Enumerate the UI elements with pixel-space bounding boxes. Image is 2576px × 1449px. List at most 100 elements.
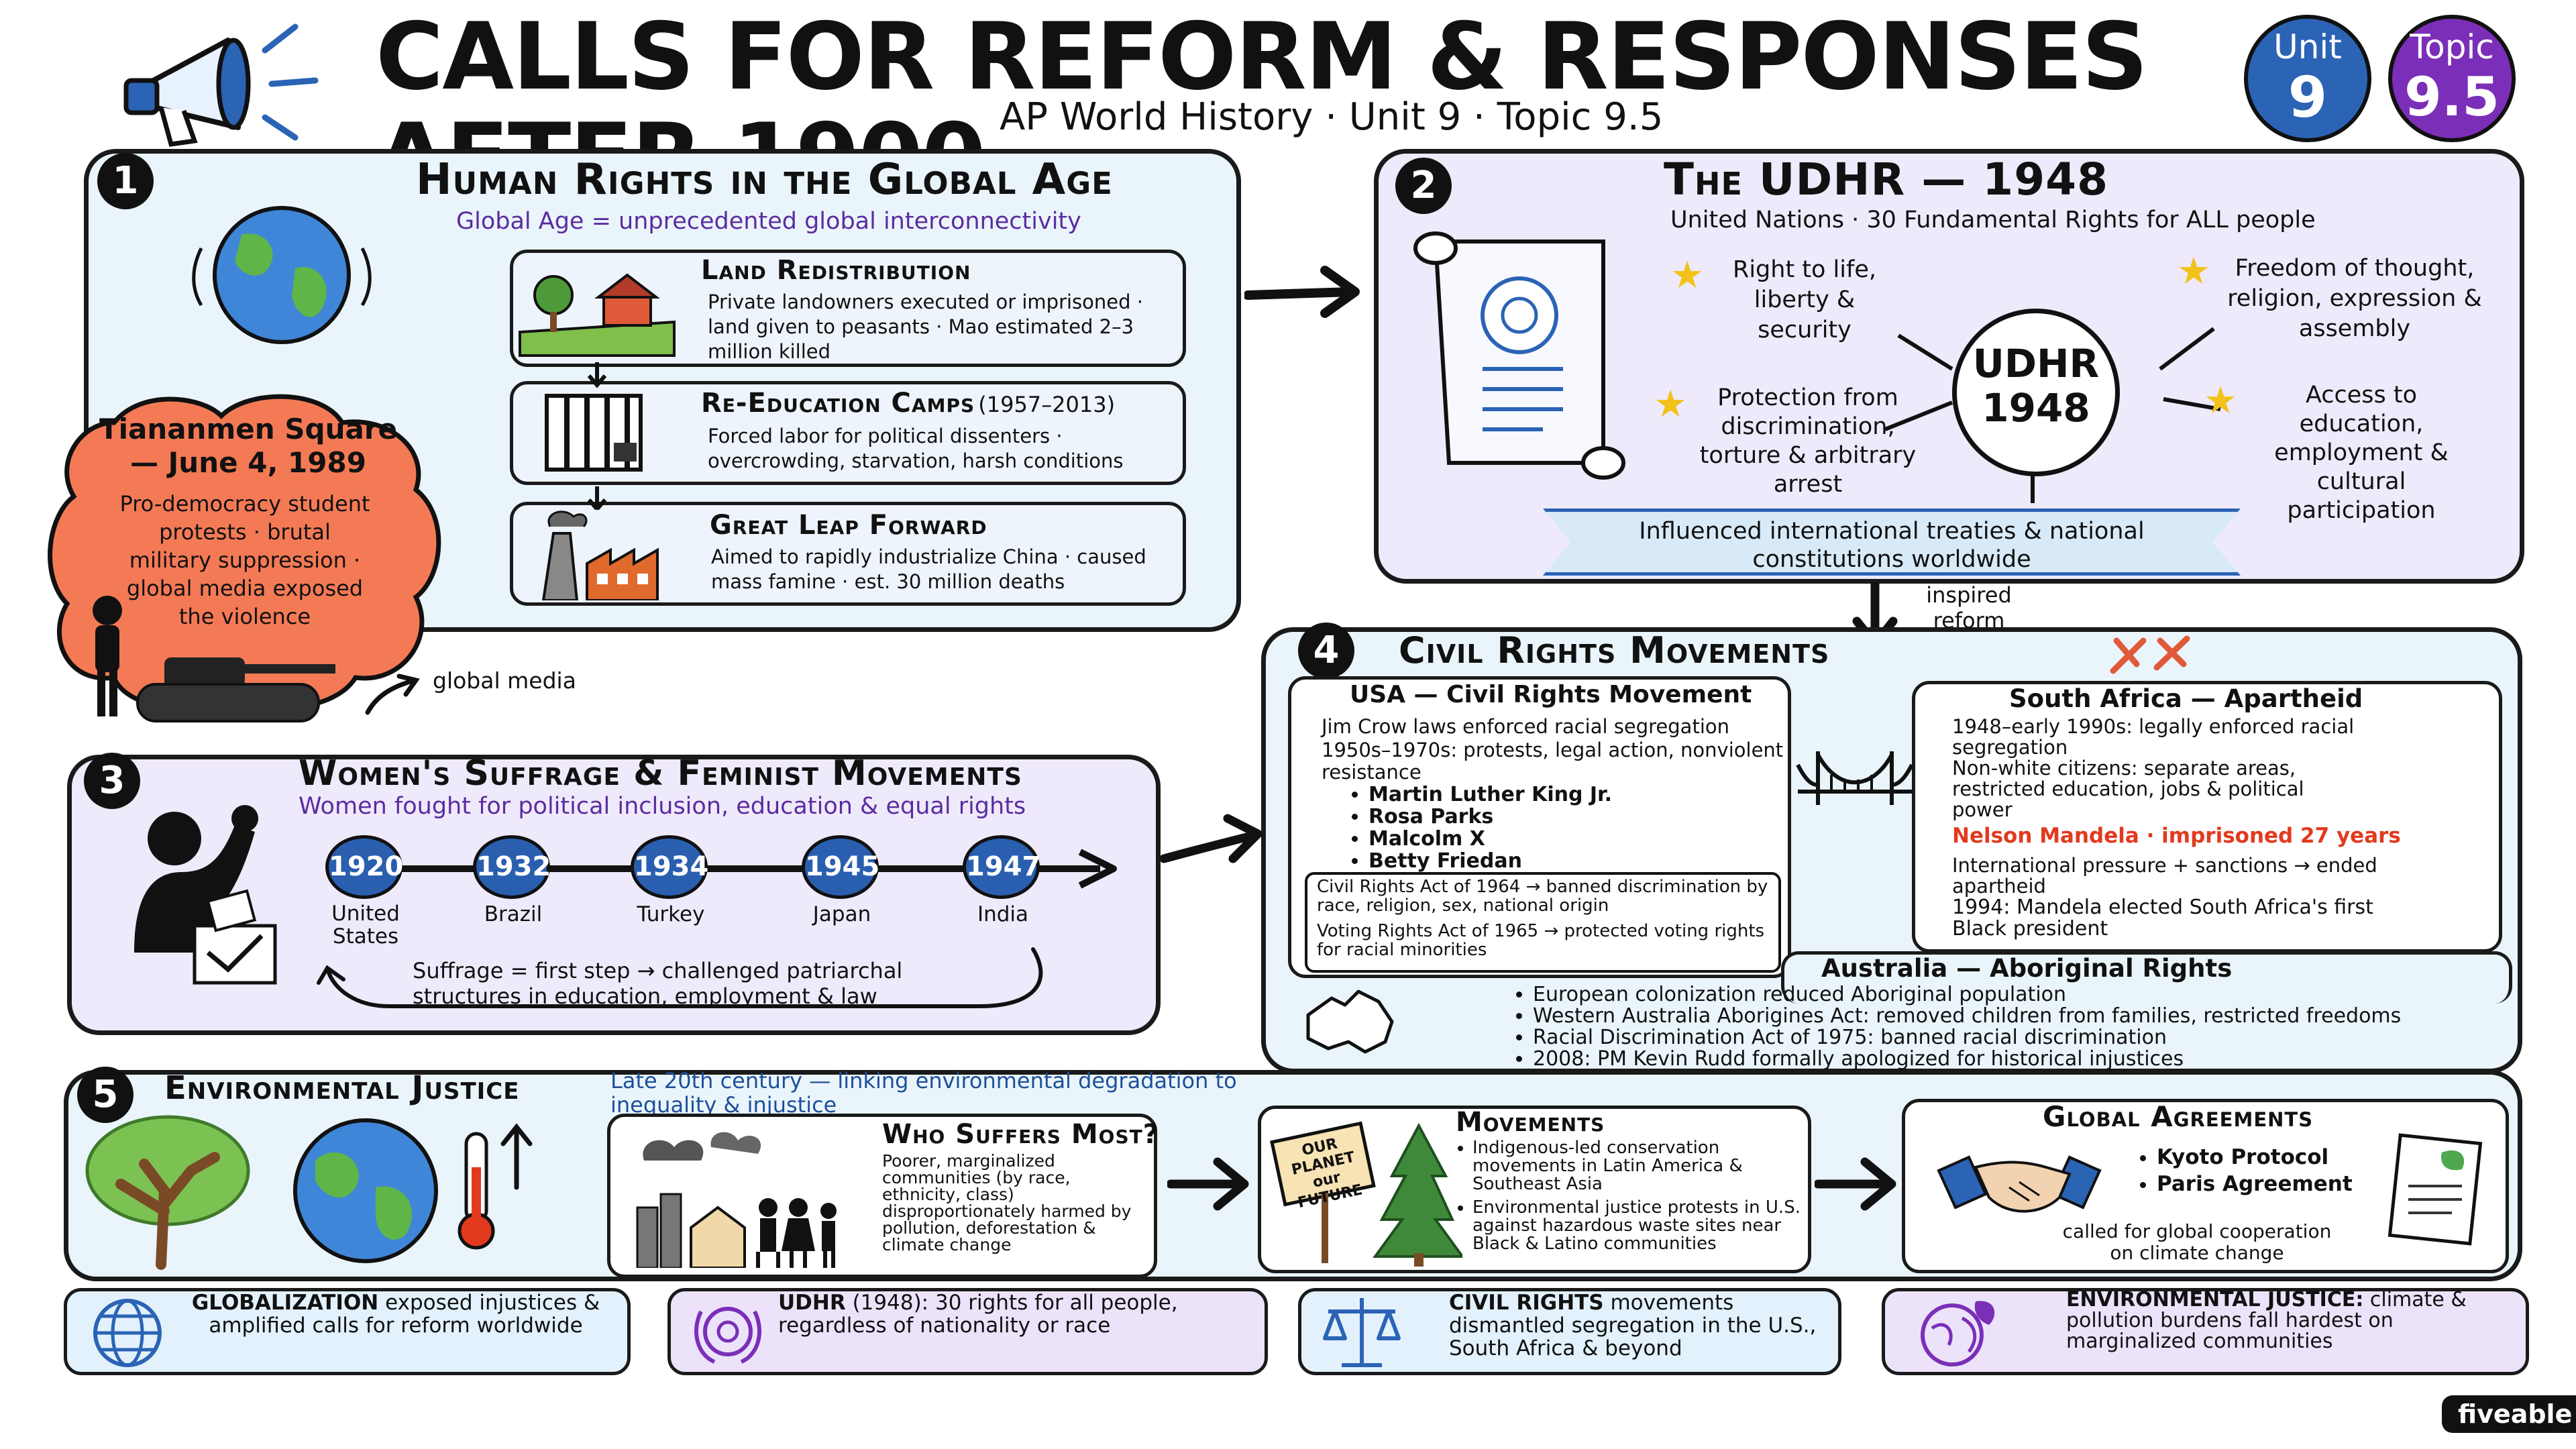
factory-icon [537,506,678,602]
unit-badge-value: 9 [2288,64,2328,130]
agreements-note: called for global cooperation on climate… [2062,1220,2332,1264]
summary-text: exposed injustices & amplified calls for… [209,1291,600,1338]
aus-title: Australia — Aboriginal Rights [1821,954,2233,983]
movements-title: Movements [1456,1107,1605,1138]
timeline-node: 1945 [802,835,879,899]
section-5-subtitle: Late 20th century — linking environmenta… [610,1068,1237,1118]
unit-badge: Unit 9 [2244,15,2371,142]
card-3-title: Great Leap Forward [710,510,987,541]
summary-bold: UDHR [778,1291,846,1315]
farm-icon [517,258,678,359]
star-icon: ★ [2177,250,2211,293]
section-2-title: The UDHR — 1948 [1664,154,2109,205]
timeline-country: Turkey [637,902,705,926]
arrow-1-to-2 [1243,265,1365,319]
globe-icon [275,1114,456,1268]
sa-line3: International pressure + sanctions → end… [1952,854,2377,898]
prison-bars-icon [543,392,651,473]
card-2-dates: (1957–2013) [978,392,1116,417]
star-icon: ★ [2204,379,2238,423]
udhr-banner-text: Influenced international treaties & nati… [1639,518,2145,573]
movements-bullets: Indigenous-led conservation movements in… [1446,1139,1821,1253]
tiananmen-text: Pro-democracy student protests · brutal … [119,491,370,629]
usa-person: Malcolm X [1368,828,1612,850]
summary-bold: CIVIL RIGHTS [1449,1291,1604,1315]
timeline-country: Japan [812,902,871,926]
civil-rights-act: Civil Rights Act of 1964 → banned discri… [1305,872,1781,973]
aus-bullet: Western Australia Aborigines Act: remove… [1533,1006,2401,1027]
handshake-icon [1935,1140,2103,1228]
section-2-subtitle: United Nations · 30 Fundamental Rights f… [1670,207,2316,233]
agreements-bullets: Kyoto Protocol Paris Agreement [2130,1144,2353,1197]
aus-bullet: Racial Discrimination Act of 1975: banne… [1533,1027,2401,1049]
pollution-community-icon [624,1127,865,1269]
summary-bold: ENVIRONMENTAL JUSTICE: [2066,1288,2364,1311]
udhr-right-3: Protection from discrimination, torture … [1699,384,1917,498]
timeline-node: 1932 [473,835,551,899]
brand-logo: fiveable [2442,1395,2576,1433]
section-3-number: 3 [84,753,140,809]
udhr-hub [1664,248,2502,517]
summary-globalization: GLOBALIZATION exposed injustices & ampli… [178,1291,614,1337]
udhr-center-line2: 1948 [1982,385,2090,431]
star-icon: ★ [1670,254,1705,297]
topic-badge-value: 9.5 [2404,66,2500,128]
act-1964: Civil Rights Act of 1964 → banned discri… [1317,877,1768,916]
timeline-node: 1934 [631,835,708,899]
topic-badge-label: Topic [2410,28,2494,66]
section-4-number: 4 [1298,623,1354,679]
thermometer-icon [456,1120,537,1254]
sa-line4: 1994: Mandela elected South Africa's fir… [1952,896,2373,941]
usa-line2: 1950s–1970s: protests, legal action, non… [1322,739,1784,784]
card-australia [1781,951,2512,1004]
section-3-subtitle: Women fought for political inclusion, ed… [299,793,1026,820]
summary-card-civil-rights [1298,1288,1841,1375]
tiananmen-cloud [40,382,449,724]
movement-bullet: Indigenous-led conservation movements in… [1472,1139,1821,1193]
summary-card-udhr [667,1288,1268,1375]
usa-people-list: Martin Luther King Jr. Rosa Parks Malcol… [1342,784,1612,872]
timeline-country: United States [331,902,400,949]
aus-bullets: European colonization reduced Aboriginal… [1506,984,2401,1070]
section-1-subtitle: Global Age = unprecedented global interc… [456,208,1081,235]
summary-text: movements dismantled segregation in the … [1449,1291,1817,1360]
summary-card-environmental [1882,1288,2529,1375]
agreement-document-icon [2385,1132,2485,1246]
suffragist-icon [94,798,309,986]
section-5-title: Environmental Justice [164,1069,520,1107]
udhr-banner: Influenced international treaties & nati… [1543,508,2241,576]
who-suffers-title: Who Suffers Most? [882,1119,1159,1150]
section-3-title: Women's Suffrage & Feminist Movements [299,753,1022,794]
arrow-3-to-4 [1159,812,1268,872]
globe-outline-icon [91,1296,164,1370]
summary-civil-rights: CIVIL RIGHTS movements dismantled segreg… [1449,1291,1825,1360]
global-media-arrow [362,671,423,718]
global-agreements-title: Global Agreements [2043,1100,2314,1133]
card-2-title-row: Re-Education Camps (1957–2013) [701,388,1115,419]
scales-of-justice-icon [1318,1291,1405,1372]
timeline-node: 1947 [963,835,1040,899]
timeline-country: Brazil [484,902,543,926]
agreement-bullet: Kyoto Protocol [2157,1144,2353,1171]
arrow-who-to-movements [1166,1154,1254,1214]
section-4-title: Civil Rights Movements [1399,629,1830,672]
sa-line1: 1948–early 1990s: legally enforced racia… [1952,715,2355,759]
udhr-right-4: Access to education, employment & cultur… [2274,382,2449,524]
suffrage-note: Suffrage = first step → challenged patri… [413,958,903,1009]
card-south-africa [1912,681,2502,953]
section-1-title: Human Rights in the Global Age [416,155,1113,205]
card-1-text: Private landowners executed or imprisone… [708,290,1143,363]
act-1965: Voting Rights Act of 1965 → protected vo… [1317,921,1765,960]
timeline-country: India [977,902,1029,926]
udhr-right-2: Freedom of thought, religion, expression… [2227,255,2482,342]
megaphone-icon [114,13,322,148]
un-emblem-icon [688,1295,768,1368]
global-media-label: global media [433,667,576,694]
unit-badge-label: Unit [2273,28,2342,66]
tree-icon [80,1110,255,1271]
usa-title: USA — Civil Rights Movement [1350,681,1752,708]
usa-line1: Jim Crow laws enforced racial segregatio… [1322,715,1729,738]
summary-udhr: UDHR (1948): 30 rights for all people, r… [778,1291,1248,1337]
usa-person: Rosa Parks [1368,806,1612,828]
australia-map-icon [1295,985,1402,1059]
